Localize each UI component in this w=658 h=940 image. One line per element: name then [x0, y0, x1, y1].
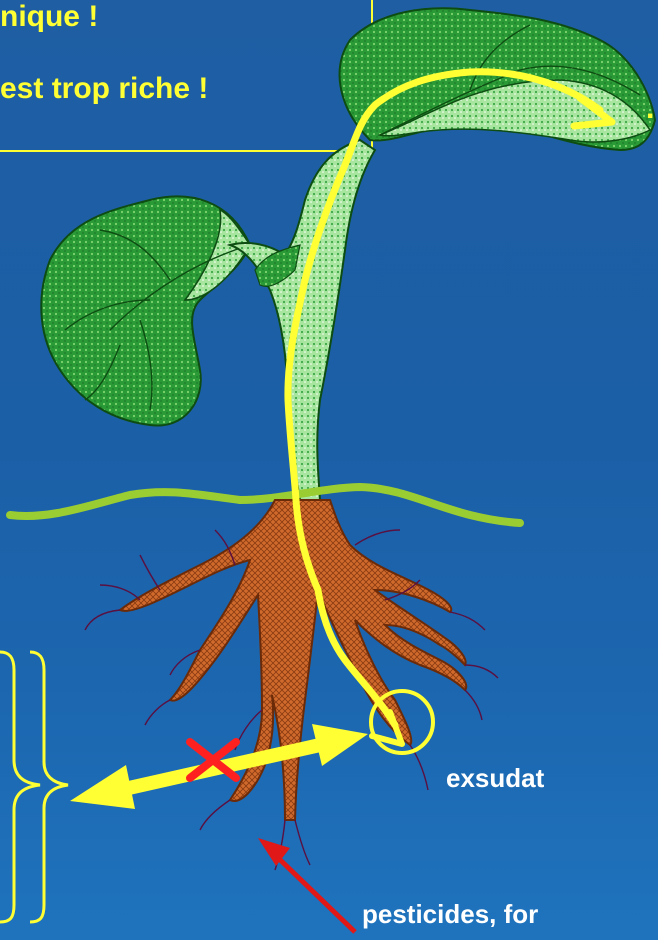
- top-box-line-1: nique !: [0, 0, 98, 34]
- pesticides-label: pesticides, for: [362, 899, 538, 930]
- stem: [230, 140, 375, 500]
- top-box-line-2: est trop riche !: [0, 72, 208, 106]
- root-system: [85, 500, 498, 870]
- exsudat-label: exsudat: [446, 763, 544, 794]
- upper-right-leaf: [340, 8, 655, 150]
- pesticide-arrow: [258, 838, 355, 932]
- top-right-fragment: .: [646, 92, 654, 126]
- left-brace-box: [0, 652, 68, 922]
- left-leaf: [41, 196, 250, 425]
